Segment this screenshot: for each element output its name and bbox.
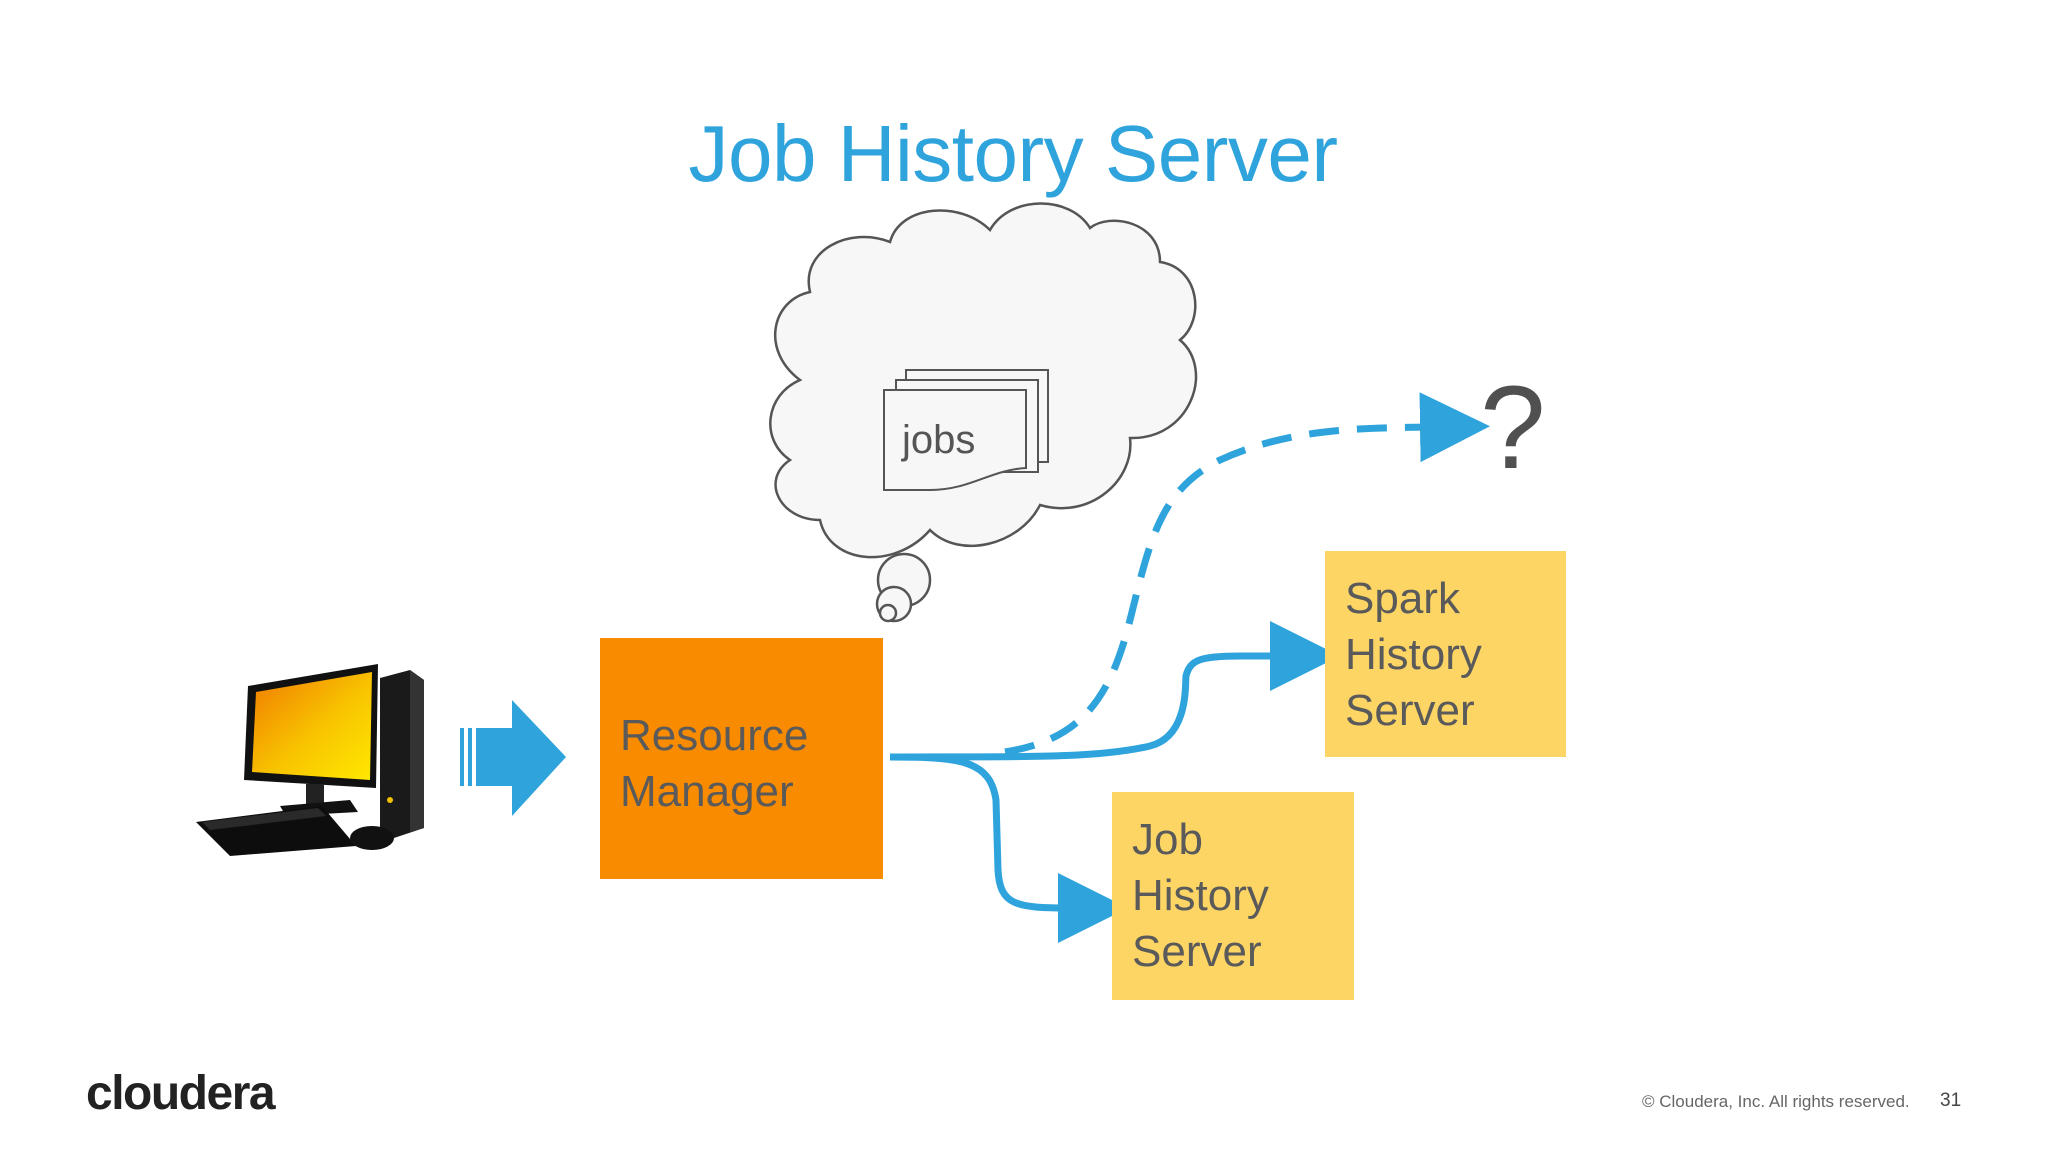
desktop-computer-icon — [196, 664, 424, 856]
spark-history-server-line3: Server — [1345, 686, 1475, 735]
slide-title: Job History Server — [688, 109, 1338, 198]
resource-manager-box: Resource Manager — [600, 638, 883, 879]
question-mark: ? — [1480, 362, 1546, 494]
arrow-to-spark-history-server — [889, 621, 1340, 761]
job-history-server-line3: Server — [1132, 927, 1262, 976]
resource-manager-line2: Manager — [620, 767, 794, 816]
page-number: 31 — [1940, 1090, 1962, 1111]
document-stack-icon — [883, 369, 1049, 491]
job-history-server-line2: History — [1132, 871, 1269, 920]
job-history-server-line1: Job — [1132, 815, 1203, 864]
block-arrow-icon — [460, 700, 566, 816]
cloud-label: jobs — [901, 418, 975, 462]
resource-manager-line1: Resource — [620, 711, 809, 760]
spark-history-server-line2: History — [1345, 630, 1482, 679]
cloudera-logo: cloudera — [86, 1067, 276, 1120]
spark-history-server-box: Spark History Server — [1325, 551, 1566, 757]
copyright-text: © Cloudera, Inc. All rights reserved. — [1642, 1092, 1910, 1111]
spark-history-server-line1: Spark — [1345, 574, 1460, 623]
arrow-to-job-history-server — [889, 753, 1128, 943]
job-history-server-box: Job History Server — [1112, 792, 1354, 1000]
dashed-arrow-to-question-mark — [1004, 392, 1490, 756]
